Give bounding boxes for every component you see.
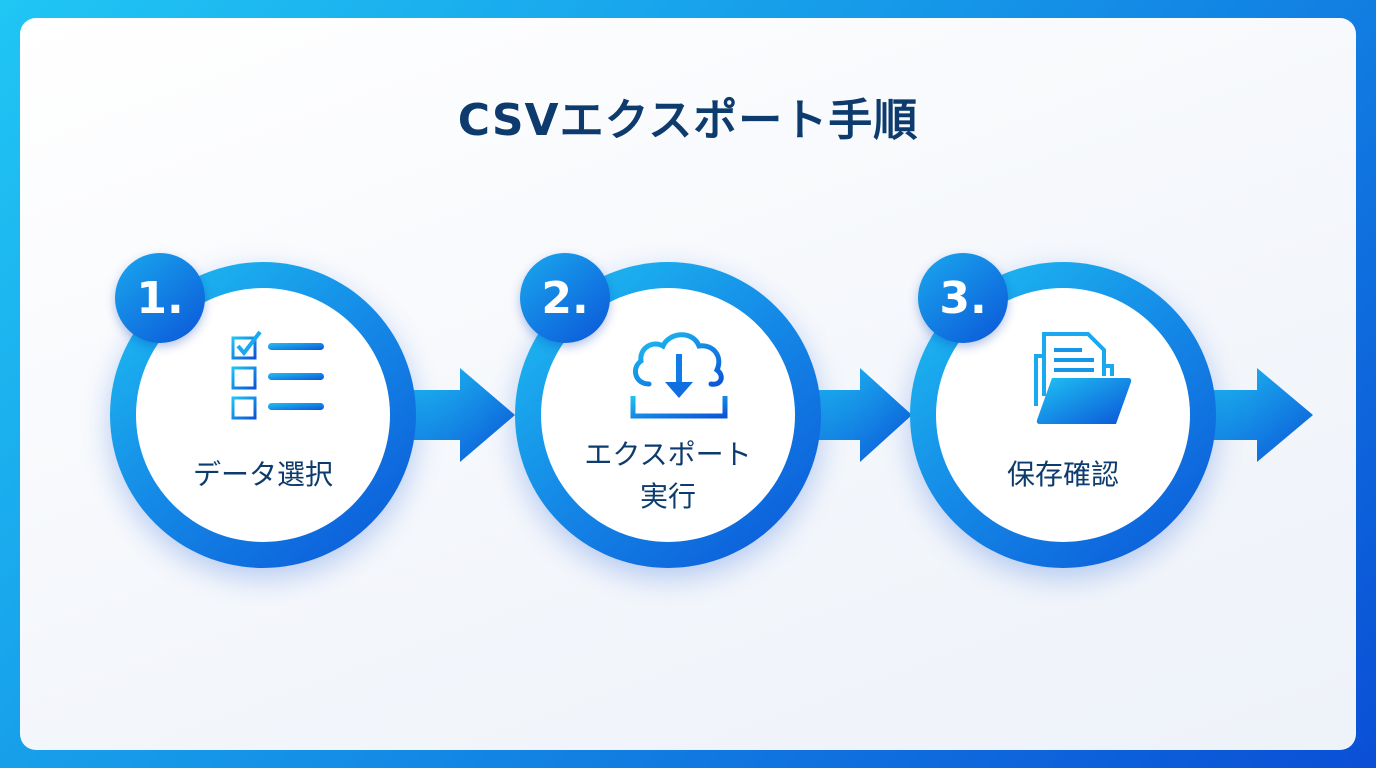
arrow-right-icon: [800, 368, 912, 462]
arrow-right-icon: [400, 368, 515, 462]
checklist-icon: [231, 330, 324, 420]
page-title: CSVエクスポート手順: [457, 95, 919, 146]
step-2-badge: 2.: [520, 253, 610, 343]
step-3-label: 保存確認: [1006, 458, 1119, 491]
step-2-label-line2: 実行: [639, 480, 696, 513]
cloud-download-icon: [630, 332, 728, 419]
step-1-label: データ選択: [192, 458, 333, 491]
folder-document-icon: [1034, 332, 1132, 424]
step-3-badge: 3.: [918, 253, 1008, 343]
step-2-label-line1: エクスポート: [584, 438, 752, 471]
arrow-right-icon: [1195, 368, 1313, 462]
step-1-badge: 1.: [115, 253, 205, 343]
